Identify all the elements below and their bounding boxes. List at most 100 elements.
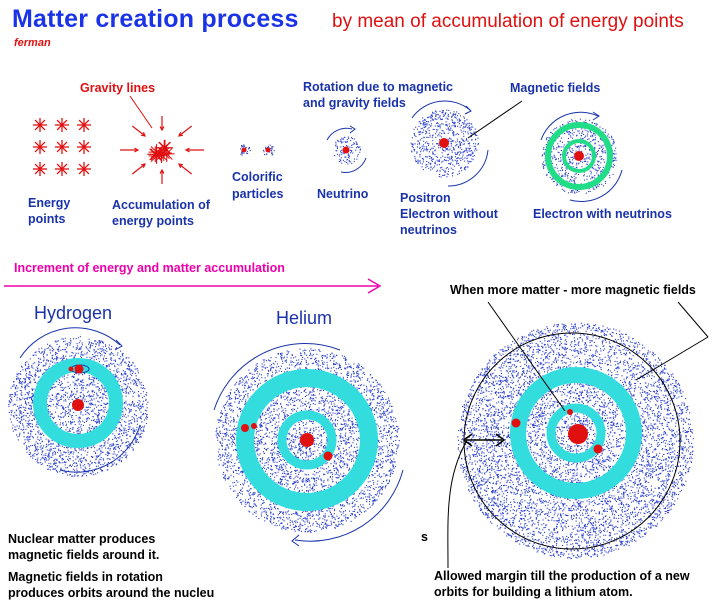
energy-points-grid [33,118,91,176]
energy-point-stroke [160,147,173,160]
electron-arrowhead [592,111,600,121]
electron-rotation-arrow [540,111,599,141]
positron-arrowhead [464,105,472,115]
gravity-lines-pointer [129,95,153,129]
electron-core [574,151,584,161]
hydrogen-rotation-arrow-2 [59,424,141,473]
gravity-arrowhead [140,163,146,169]
more-matter-pointer-left [487,301,566,412]
page-title: Matter creation process [12,5,299,33]
energy-point-stroke [158,141,171,154]
big-atom-outer-orbit [510,367,642,499]
helium-electron-2 [251,423,257,429]
positron-label-2: Electron without [400,207,498,221]
helium-inner-orbit [277,410,337,470]
gravity-arrow [131,125,146,137]
energy-point-stroke [150,148,163,161]
helium-outer-orbit [236,369,378,511]
big-atom-electron-1 [511,418,521,428]
hydrogen-arrowhead [114,339,123,351]
helium-arrowhead [291,534,300,547]
energy-point-stroke [56,119,68,131]
positron-label-3: neutrinos [400,223,457,237]
positron-label-1: Positron [400,191,451,205]
helium-nucleus [300,433,314,447]
gravity-arrowhead [140,131,146,137]
allowed-margin-label-2: orbits for building a lithium atom. [434,585,633,599]
gravity-arrowhead [178,163,184,169]
more-matter-pointer-right-2 [635,336,709,381]
energy-point-stroke [78,163,90,175]
neutrino-rotation-arrow-2 [340,157,367,173]
energy-point-stroke [34,163,46,175]
gravity-arrow [178,125,193,137]
s-mark: s [421,530,428,544]
positron-rotation-arrow-2 [447,149,489,187]
hydrogen-rotation-arrow [19,327,121,359]
energy-point-stroke [78,141,90,153]
colorific-label-1: Colorific [232,170,283,184]
increment-label: Increment of energy and matter accumulat… [14,261,285,275]
nuclear-matter-label-2: magnetic fields around it. [8,548,160,562]
colorific-label-2: particles [232,187,284,201]
electron-green-ring-outer [545,122,613,190]
helium-label: Helium [276,308,333,328]
big-atom-inner-orbit [546,403,606,463]
helium-rotation-arrow-2 [294,469,404,542]
positron-rotation-arrow [411,100,471,119]
hydrogen-electron-2 [68,366,74,372]
nuclear-matter-label-1: Nuclear matter produces [8,532,156,546]
allowed-margin-leader [447,441,467,569]
big-atom-nucleus [568,424,588,444]
gravity-arrowhead [184,147,190,153]
gravity-arrowhead [159,126,165,132]
neutrino-rotation-arrow [326,127,353,141]
colorific-cloud-1 [240,144,251,156]
big-atom-electron-2 [593,444,603,454]
gravity-arrow [178,163,193,175]
energy-point-stroke [78,119,90,131]
magnetic-fields-label: Magnetic fields [510,81,601,95]
magnetic-pointer [467,100,523,139]
allowed-margin-label-1: Allowed margin till the production of a … [434,569,690,583]
accumulation-label-2: energy points [112,214,194,228]
hydrogen-nucleus [72,399,84,411]
magnetic-rotation-label-2: produces orbits around the nucleu [8,586,215,600]
gravity-arrowhead [134,147,140,153]
increment-arrowhead [367,278,382,294]
allowed-margin-arrowhead-right [495,433,506,447]
energy-point-stroke [34,119,46,131]
allowed-margin-arrowhead-left [462,433,473,447]
neutrino-label: Neutrino [317,187,369,201]
energy-point-stroke [34,141,46,153]
more-matter-pointer-right [677,301,709,338]
gravity-arrowhead [178,131,184,137]
big-atom-cloud [457,322,694,559]
positron-core [439,138,449,148]
hydrogen-electron [74,364,84,374]
rotation-label-2: and gravity fields [303,96,406,110]
rotation-label-1: Rotation due to magnetic [303,80,453,94]
page-subtitle: by mean of accumulation of energy points [332,11,684,32]
helium-electron-1 [241,424,249,432]
neutrino-arrowhead [349,125,356,134]
author-label: ferman [14,37,51,49]
colorific-particle-2 [265,147,271,153]
energy-points-label-2: points [28,212,66,226]
accumulation-label-1: Accumulation of [112,198,210,212]
helium-rotation-arrow [213,343,341,411]
gravity-arrow [131,163,146,175]
helium-electron-3 [323,451,333,461]
gravity-arrowhead [159,168,165,174]
big-atom-electron-3 [567,409,573,415]
more-matter-label: When more matter - more magnetic fields [450,283,696,297]
neutrino-core [342,146,350,154]
colorific-particle-1 [241,147,247,153]
electron-rotation-arrow-2 [569,169,623,203]
magnetic-rotation-label-1: Magnetic fields in rotation [8,570,163,584]
gravity-lines-label: Gravity lines [80,81,156,95]
energy-point-stroke [56,163,68,175]
electron-neutrinos-label: Electron with neutrinos [533,207,672,221]
energy-point-stroke [155,148,168,162]
